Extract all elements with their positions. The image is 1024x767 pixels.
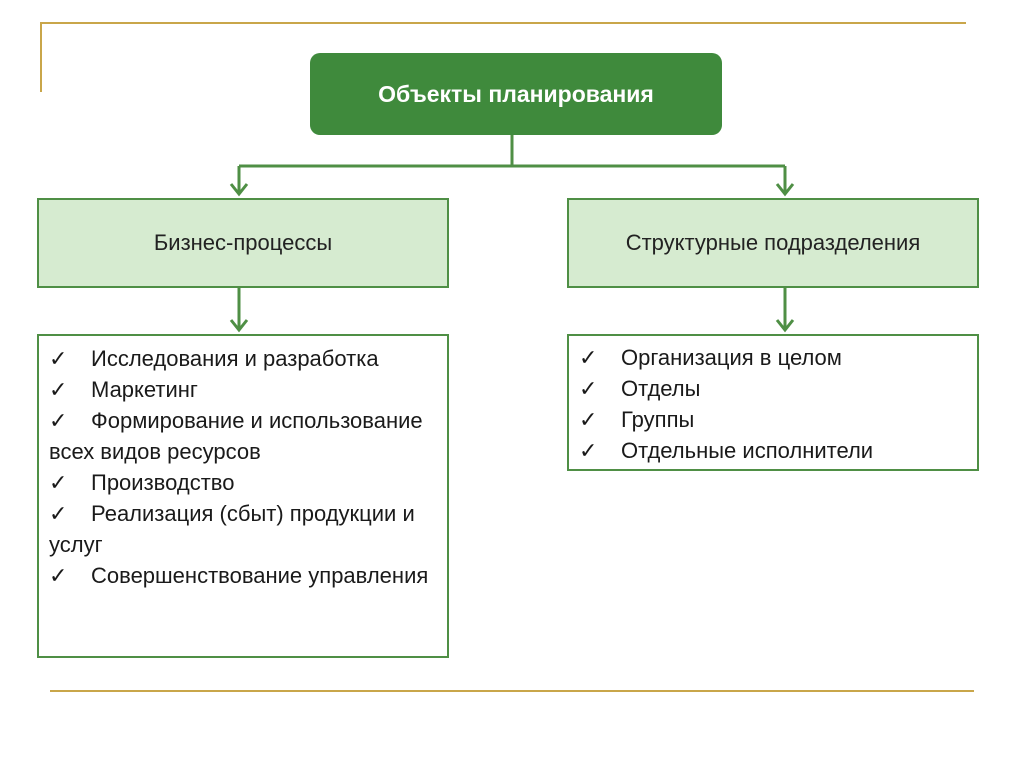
list-item-text: Исследования и разработка: [91, 346, 379, 371]
checkmark-icon: ✓: [579, 407, 598, 432]
checkmark-icon: ✓: [49, 470, 68, 495]
top-rule: [40, 22, 966, 24]
arrow-head-left-category: [229, 183, 249, 197]
list-item-text: Группы: [621, 407, 695, 432]
category-structural-units: Структурные подразделения: [567, 198, 979, 288]
checkmark-icon: ✓: [49, 501, 68, 526]
category-business-processes-label: Бизнес-процессы: [153, 230, 333, 255]
list-item-text: Отдельные исполнители: [621, 438, 874, 463]
checkmark-icon: ✓: [579, 345, 598, 370]
list-item-text: Отделы: [621, 376, 701, 401]
structural-units-list: ✓ Организация в целом ✓ Отделы ✓ Группы ✓ От…: [567, 334, 979, 471]
root-node-label: Объекты планирования: [378, 80, 654, 107]
root-node: Объекты планирования: [310, 53, 722, 135]
left-rule: [40, 22, 42, 92]
arrow-head-left-list: [229, 319, 249, 333]
list-item: ✓ Производство: [49, 467, 437, 498]
checkmark-icon: ✓: [579, 376, 598, 401]
checkmark-icon: ✓: [49, 563, 68, 588]
arrow-head-right-list: [775, 319, 795, 333]
list-item: ✓ Маркетинг: [49, 374, 437, 405]
list-item: ✓ Отдельные исполнители: [579, 435, 967, 466]
category-structural-units-label: Структурные подразделения: [625, 230, 921, 255]
category-business-processes: Бизнес-процессы: [37, 198, 449, 288]
list-item-text: Организация в целом: [621, 345, 842, 370]
business-processes-list: ✓Исследования и разработка ✓Маркетинг ✓Ф…: [37, 334, 449, 658]
checkmark-icon: ✓: [49, 408, 68, 433]
checkmark-icon: ✓: [579, 438, 598, 463]
list-item-text: Производство: [91, 470, 235, 495]
list-item: ✓Формирование и использование всех видов…: [49, 405, 437, 467]
list-item-text: Реализация (сбыт) продукции и услуг: [49, 501, 415, 557]
list-item: ✓ Исследования и разработка: [49, 343, 437, 374]
list-item: ✓Реализация (сбыт) продукции и услуг: [49, 498, 437, 560]
checkmark-icon: ✓: [49, 377, 68, 402]
list-item-text: Формирование и использование всех видов …: [49, 408, 423, 464]
bottom-rule: [50, 690, 974, 692]
arrow-head-right-category: [775, 183, 795, 197]
list-item: ✓ Группы: [579, 404, 967, 435]
list-item-text: Маркетинг: [91, 377, 198, 402]
list-item: ✓ Организация в целом: [579, 342, 967, 373]
list-item: ✓ Совершенствование управления: [49, 560, 437, 591]
list-item-text: Совершенствование управления: [91, 563, 429, 588]
list-item: ✓ Отделы: [579, 373, 967, 404]
checkmark-icon: ✓: [49, 346, 68, 371]
